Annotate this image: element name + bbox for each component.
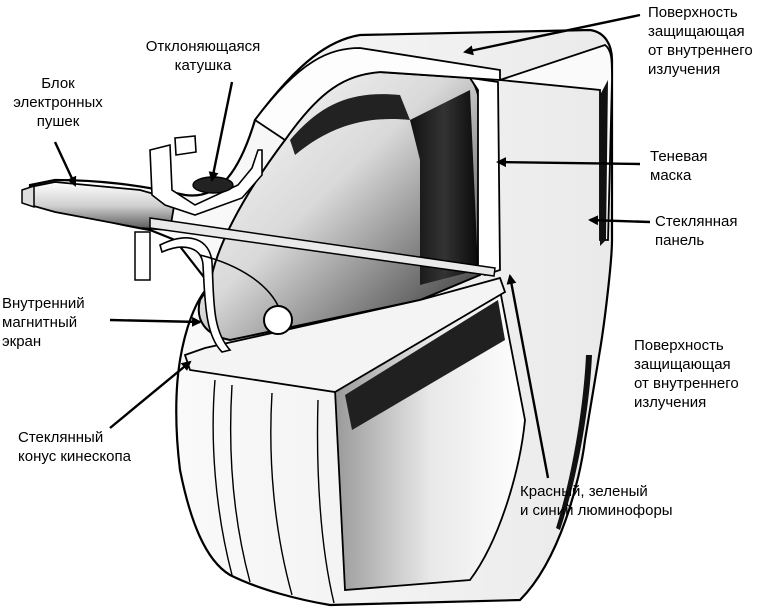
label-line: от внутреннего	[634, 375, 739, 392]
arrow-deflection-coil	[208, 81, 234, 182]
label-line: пушек	[36, 113, 80, 130]
inner-left-shadow	[290, 94, 410, 155]
label-surface-bottom: Поверхность защищающая от внутреннего из…	[634, 336, 739, 412]
top-cut-ledge	[253, 47, 501, 142]
inner-back-wall	[410, 90, 478, 285]
label-phosphors: Красный, зеленый и синий люминофоры	[520, 482, 673, 520]
label-line: Блок	[41, 75, 75, 92]
label-line: Красный, зеленый	[520, 483, 648, 500]
arrow-glass-cone	[109, 360, 192, 429]
label-line: защищающая	[634, 356, 731, 373]
label-line: катушка	[174, 57, 232, 74]
label-line: электронных	[13, 94, 103, 111]
arrow-magnetic-screen	[109, 316, 202, 327]
label-line: Внутренний	[2, 295, 85, 312]
arrow-glass-panel	[588, 215, 651, 226]
label-line: Теневая	[650, 148, 708, 165]
glass-panel-edge-bottom	[556, 355, 592, 530]
label-line: магнитный	[2, 314, 78, 331]
label-line: маска	[650, 167, 692, 184]
label-line: защищающая	[648, 23, 745, 40]
cone-ribs	[212, 379, 335, 604]
arrow-surface-top	[463, 13, 641, 56]
label-magnetic-screen: Внутренний магнитный экран	[2, 294, 85, 351]
arrow-phosphors	[506, 274, 550, 479]
label-line: Отклоняющаяся	[145, 38, 261, 55]
label-glass-cone: Стеклянный конус кинескопа	[18, 428, 131, 466]
label-line: Поверхность	[634, 337, 724, 354]
label-line: экран	[2, 333, 42, 350]
label-line: Стеклянный	[18, 429, 104, 446]
label-deflection-coil: Отклоняющаяся катушка	[128, 37, 278, 75]
label-line: от внутреннего	[648, 42, 753, 59]
electron-beam	[149, 217, 496, 277]
label-surface-top: Поверхность защищающая от внутреннего из…	[648, 3, 753, 79]
magnetic-screen	[159, 237, 232, 353]
deflection-coil-cap	[174, 135, 197, 156]
deflection-coil-body	[149, 143, 263, 216]
neck-bracket	[134, 231, 151, 281]
label-line: Стеклянная	[655, 213, 738, 230]
magnetic-screen-wire	[199, 254, 281, 311]
arrow-electron-gun	[53, 141, 77, 187]
label-line: и синий люминофоры	[520, 502, 673, 519]
gun-neck-end	[21, 184, 35, 209]
label-line: излучения	[648, 61, 721, 78]
label-glass-panel: Стеклянная панель	[655, 212, 738, 250]
magnetic-screen-loop	[263, 305, 293, 335]
label-line: конус кинескопа	[18, 448, 131, 465]
label-line: излучения	[634, 394, 707, 411]
label-electron-gun: Блок электронных пушек	[0, 74, 116, 131]
bottom-cut-ledge	[183, 276, 507, 393]
arrow-shadow-mask	[496, 157, 641, 168]
pointer-arrows	[53, 13, 651, 479]
label-line: Поверхность	[648, 4, 738, 21]
lower-face-dark	[345, 300, 505, 430]
label-line: панель	[655, 232, 705, 249]
label-shadow-mask: Теневая маска	[650, 147, 708, 185]
